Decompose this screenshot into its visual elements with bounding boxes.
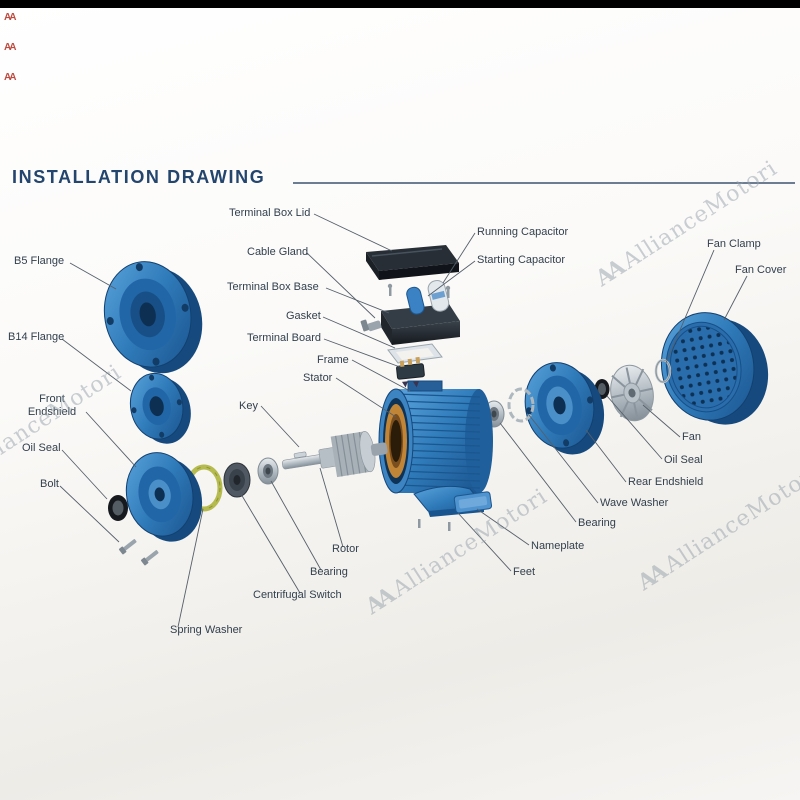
bearing-left-part: [257, 457, 279, 485]
label-cable-gland: Cable Gland: [247, 246, 309, 258]
label-frame: Frame: [317, 354, 349, 366]
key-part: [293, 451, 307, 459]
gasket-part: [387, 343, 443, 364]
cable-gland-part: [360, 319, 382, 332]
label-feet: Feet: [513, 566, 536, 578]
label-bolt: Bolt: [40, 478, 59, 490]
stator-part: [383, 398, 409, 484]
label-terminal-board: Terminal Board: [247, 332, 321, 344]
title-underline: [293, 182, 795, 184]
label-front-endshield: Front Endshield: [27, 393, 77, 418]
alliance-logo-icon: AA: [4, 12, 17, 23]
nameplate-part: [453, 491, 493, 514]
b14-flange-part: [129, 372, 191, 444]
label-nameplate: Nameplate: [531, 540, 585, 552]
page-title: INSTALLATION DRAWING: [12, 167, 266, 187]
label-fan-cover: Fan Cover: [735, 264, 787, 276]
label-oil-seal-left: Oil Seal: [22, 442, 61, 454]
fan-clamp-part: [654, 358, 672, 384]
label-starting-capacitor: Starting Capacitor: [477, 254, 566, 266]
label-gasket: Gasket: [286, 310, 321, 322]
top-black-bar: [0, 0, 800, 8]
label-b5-flange: B5 Flange: [14, 255, 65, 267]
label-fan-clamp: Fan Clamp: [707, 238, 761, 250]
wave-washer-part: [507, 387, 535, 423]
label-centrifugal-switch: Centrifugal Switch: [253, 589, 342, 601]
label-stator: Stator: [303, 372, 333, 384]
running-capacitor-part: [427, 279, 450, 312]
label-terminal-box-base: Terminal Box Base: [227, 281, 319, 293]
front-endshield-part: [125, 452, 203, 542]
label-fan: Fan: [682, 431, 701, 443]
rear-endshield-part: [524, 362, 605, 455]
oil-seal-left-part: [108, 495, 128, 521]
starting-capacitor-part: [406, 286, 425, 315]
frame-part: [378, 380, 493, 494]
label-wave-washer: Wave Washer: [600, 497, 669, 509]
label-spring-washer: Spring Washer: [170, 624, 243, 636]
alliance-logo-icon: AA: [4, 42, 17, 53]
label-bearing-right: Bearing: [578, 517, 616, 529]
fan-part: [610, 364, 654, 422]
label-key: Key: [239, 400, 258, 412]
bolt-part: [118, 539, 159, 566]
terminal-box-lid-part: [366, 245, 459, 280]
label-b14-flange: B14 Flange: [8, 331, 65, 343]
label-bearing-left: Bearing: [310, 566, 348, 578]
fan-cover-part: [660, 312, 769, 425]
label-rotor: Rotor: [332, 543, 359, 555]
centrifugal-switch-part: [223, 462, 251, 498]
label-terminal-box-lid: Terminal Box Lid: [229, 207, 311, 219]
terminal-board-part: [396, 356, 425, 388]
alliance-logo-icon: AA: [4, 72, 17, 83]
label-oil-seal-right: Oil Seal: [664, 454, 703, 466]
label-running-capacitor: Running Capacitor: [477, 226, 569, 238]
screw-part: [387, 283, 451, 298]
label-rear-endshield: Rear Endshield: [628, 476, 704, 488]
b5-flange-part: [103, 261, 203, 374]
rotor-part: [281, 430, 388, 478]
leader-lines: [59, 213, 748, 628]
